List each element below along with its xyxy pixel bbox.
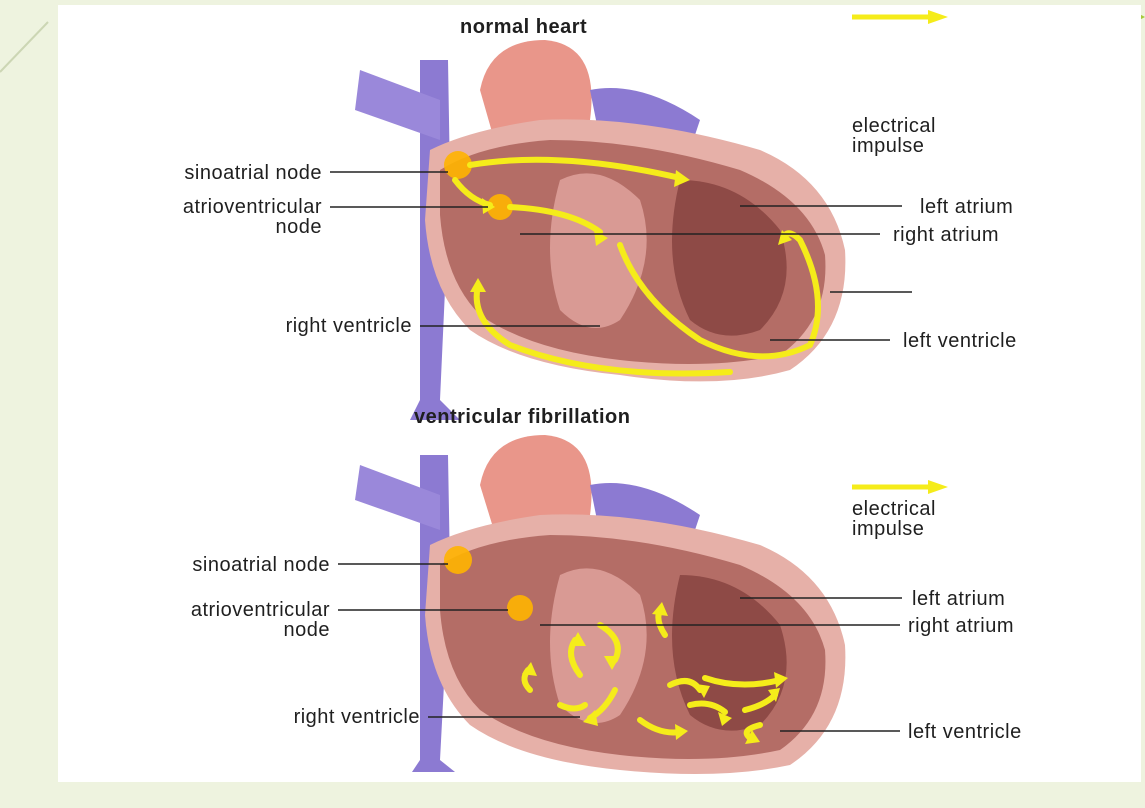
bottom-label-right-ventricle: right ventricle — [158, 706, 420, 728]
bottom-label-av-node-line1: atrioventricular — [100, 599, 330, 621]
bottom-label-sinoatrial-node: sinoatrial node — [100, 554, 330, 576]
bottom-label-left-ventricle: left ventricle — [908, 721, 1022, 743]
bottom-label-right-atrium: right atrium — [908, 615, 1014, 637]
bottom-label-left-atrium: left atrium — [912, 588, 1005, 610]
bottom-label-av-node-line2: node — [100, 619, 330, 641]
